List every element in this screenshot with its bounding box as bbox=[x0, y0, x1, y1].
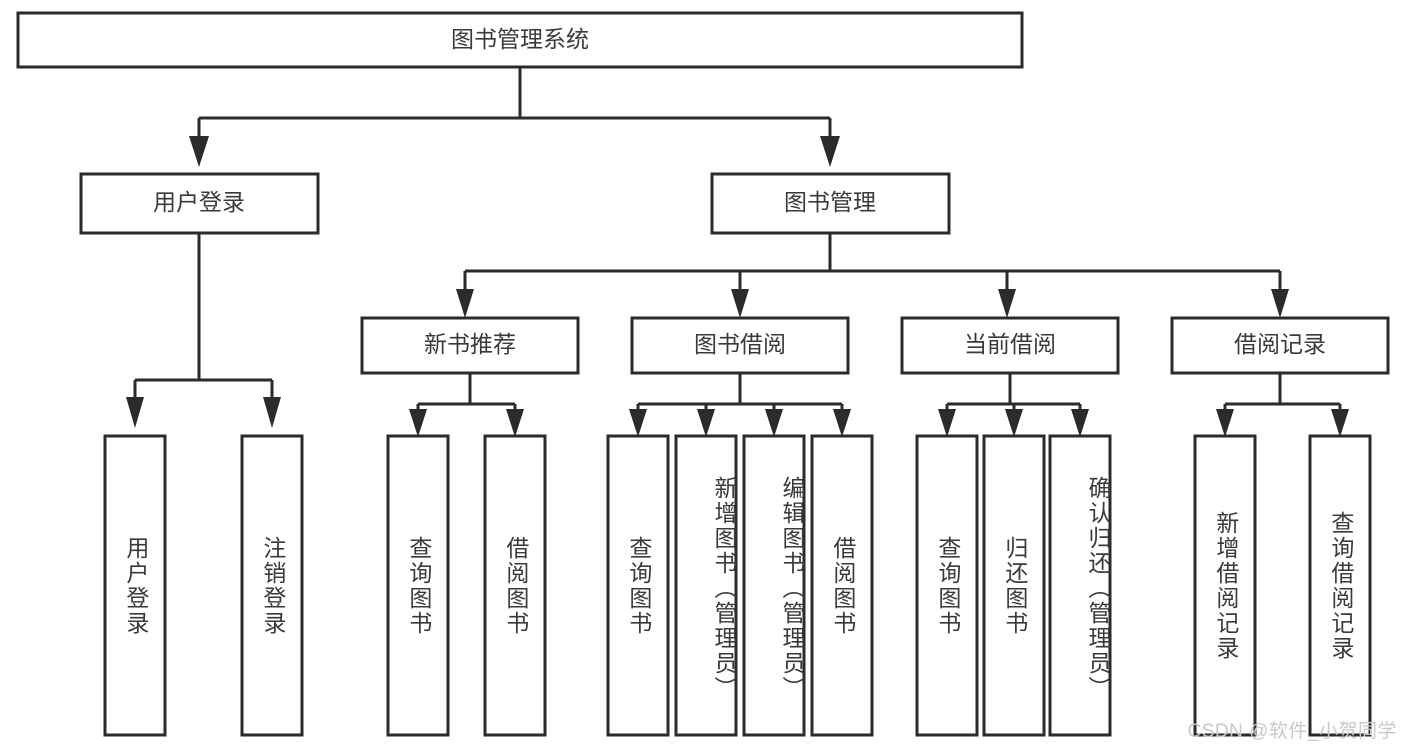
leaf-box-user-login-2[interactable] bbox=[240, 434, 304, 737]
arrow-bb-leaf-4-icon bbox=[833, 409, 851, 437]
node-root[interactable]: 图书管理系统 bbox=[16, 11, 1024, 69]
leaf-box-borrow-record-1[interactable] bbox=[1193, 434, 1257, 737]
arrow-bm-to-book-borrow-icon bbox=[731, 289, 749, 318]
arrow-root-to-user-login-icon bbox=[189, 136, 209, 167]
node-user-login-label: 用户登录 bbox=[153, 189, 245, 215]
arrow-bb-leaf-2-icon bbox=[697, 409, 715, 437]
node-new-book-recommend[interactable]: 新书推荐 bbox=[360, 316, 580, 375]
leaf-boxes-book-borrow bbox=[606, 434, 874, 737]
node-book-borrow[interactable]: 图书借阅 bbox=[630, 316, 850, 375]
node-book-management[interactable]: 图书管理 bbox=[710, 172, 951, 235]
node-new-book-recommend-label: 新书推荐 bbox=[424, 331, 516, 357]
leaf-box-new-book-1[interactable] bbox=[386, 434, 450, 737]
connector-group-user-login bbox=[126, 233, 281, 428]
leaf-box-new-book-2[interactable] bbox=[483, 434, 547, 737]
node-current-borrow-label: 当前借阅 bbox=[964, 331, 1056, 357]
node-user-login[interactable]: 用户登录 bbox=[79, 172, 320, 235]
leaf-box-book-borrow-2[interactable] bbox=[674, 434, 738, 737]
node-borrow-record-box[interactable] bbox=[1170, 316, 1390, 375]
leaf-boxes-user-login bbox=[103, 434, 304, 737]
arrow-bm-to-current-borrow-icon bbox=[998, 289, 1016, 318]
leaf-box-user-login-1[interactable] bbox=[103, 434, 167, 737]
leaf-box-current-borrow-1[interactable] bbox=[915, 434, 979, 737]
watermark-text: CSDN @软件_小贺同学 bbox=[1187, 721, 1397, 742]
node-borrow-record-label: 借阅记录 bbox=[1234, 331, 1326, 357]
node-borrow-record[interactable]: 借阅记录 bbox=[1170, 316, 1390, 375]
node-book-borrow-box[interactable] bbox=[630, 316, 850, 375]
leaf-boxes-borrow-record bbox=[1193, 434, 1372, 737]
arrow-bm-to-new-book-icon bbox=[456, 289, 474, 318]
node-root-label: 图书管理系统 bbox=[451, 26, 589, 52]
node-book-management-box[interactable] bbox=[710, 172, 951, 235]
connector-group-current-borrow bbox=[938, 373, 1089, 437]
arrow-bb-leaf-1-icon bbox=[629, 409, 647, 437]
connector-group-book-borrow bbox=[629, 373, 851, 437]
node-current-borrow[interactable]: 当前借阅 bbox=[900, 316, 1120, 375]
leaf-box-book-borrow-4[interactable] bbox=[810, 434, 874, 737]
arrow-cb-leaf-1-icon bbox=[938, 409, 956, 437]
arrow-cb-leaf-3-icon bbox=[1071, 409, 1089, 437]
connector-group-root bbox=[189, 67, 840, 167]
arrow-bm-to-borrow-record-icon bbox=[1271, 289, 1289, 318]
connector-group-book-mgmt bbox=[456, 233, 1289, 318]
node-current-borrow-box[interactable] bbox=[900, 316, 1120, 375]
arrow-cb-leaf-2-icon bbox=[1005, 409, 1023, 437]
leaf-box-borrow-record-2[interactable] bbox=[1308, 434, 1372, 737]
arrow-br-leaf-2-icon bbox=[1331, 409, 1349, 437]
arrow-br-leaf-1-icon bbox=[1216, 409, 1234, 437]
leaf-box-book-borrow-1[interactable] bbox=[606, 434, 670, 737]
arrow-nb-leaf-2-icon bbox=[506, 409, 524, 437]
node-book-management-label: 图书管理 bbox=[784, 189, 876, 215]
connector-group-new-book bbox=[409, 373, 524, 437]
leaf-boxes-current-borrow bbox=[915, 434, 1112, 737]
node-user-login-box[interactable] bbox=[79, 172, 320, 235]
node-book-borrow-label: 图书借阅 bbox=[694, 331, 786, 357]
leaf-box-current-borrow-2[interactable] bbox=[982, 434, 1046, 737]
arrow-ul-leaf-2-icon bbox=[263, 397, 281, 428]
leaf-box-current-borrow-3[interactable] bbox=[1048, 434, 1112, 737]
arrow-root-to-book-mgmt-icon bbox=[820, 136, 840, 167]
node-root-box[interactable] bbox=[16, 11, 1024, 69]
arrow-bb-leaf-3-icon bbox=[765, 409, 783, 437]
arrow-nb-leaf-1-icon bbox=[409, 409, 427, 437]
node-new-book-recommend-box[interactable] bbox=[360, 316, 580, 375]
connector-group-borrow-record bbox=[1216, 373, 1349, 437]
arrow-ul-leaf-1-icon bbox=[126, 397, 144, 428]
leaf-boxes-new-book-recommend bbox=[386, 434, 547, 737]
leaf-box-book-borrow-3[interactable] bbox=[742, 434, 806, 737]
